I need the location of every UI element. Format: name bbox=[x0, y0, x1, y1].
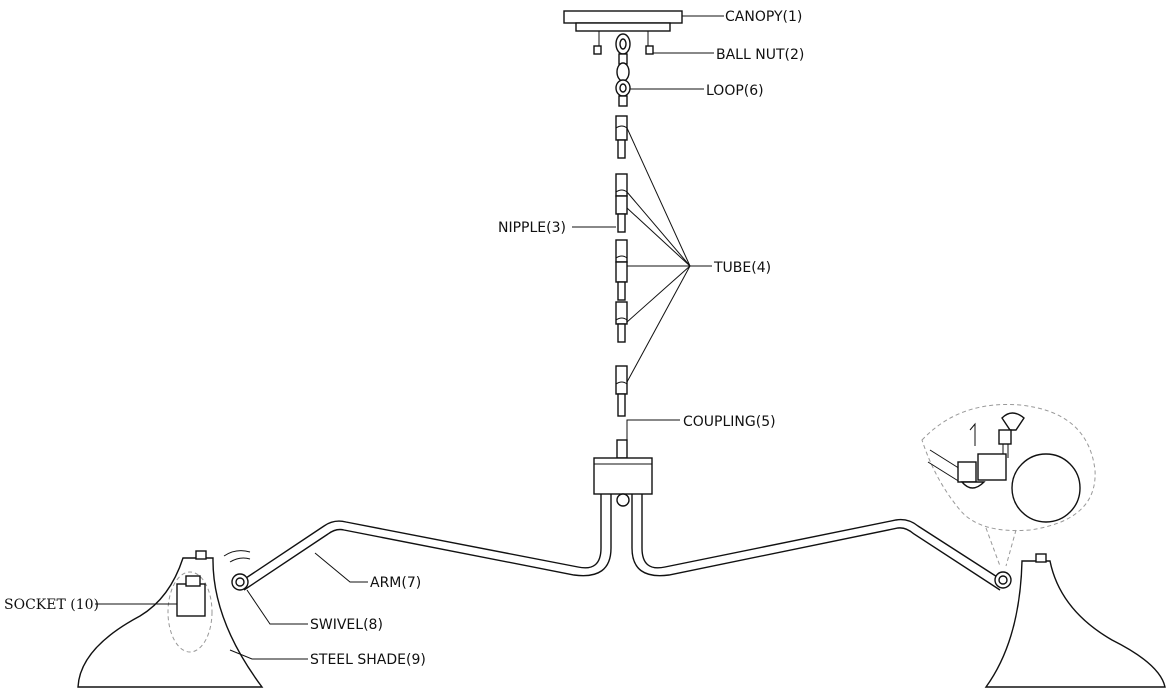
arms bbox=[239, 494, 1006, 591]
right-steel-shade bbox=[984, 553, 1166, 688]
ball-nut-label: BALL NUT(2) bbox=[716, 47, 804, 63]
loop bbox=[615, 33, 631, 107]
tube-label: TUBE(4) bbox=[713, 260, 771, 276]
ball-nut bbox=[593, 45, 654, 55]
swivel-detail-callout bbox=[921, 403, 1096, 567]
left-swivel bbox=[223, 550, 251, 591]
left-socket bbox=[176, 575, 206, 617]
socket-label: SOCKET (10) bbox=[4, 597, 99, 613]
canopy bbox=[563, 10, 683, 46]
left-steel-shade bbox=[77, 550, 264, 688]
canopy-label: CANOPY(1) bbox=[725, 9, 802, 25]
swivel-label: SWIVEL(8) bbox=[310, 617, 383, 633]
steel-shade-label: STEEL SHADE(9) bbox=[310, 652, 426, 668]
tube-nipple-stack bbox=[615, 115, 628, 417]
leader-lines bbox=[95, 15, 724, 660]
nipple-label: NIPPLE(3) bbox=[498, 220, 566, 236]
coupling-label: COUPLING(5) bbox=[683, 414, 776, 430]
right-swivel bbox=[994, 571, 1012, 589]
coupling bbox=[593, 439, 653, 507]
arm-label: ARM(7) bbox=[370, 575, 421, 591]
loop-label: LOOP(6) bbox=[706, 83, 764, 99]
